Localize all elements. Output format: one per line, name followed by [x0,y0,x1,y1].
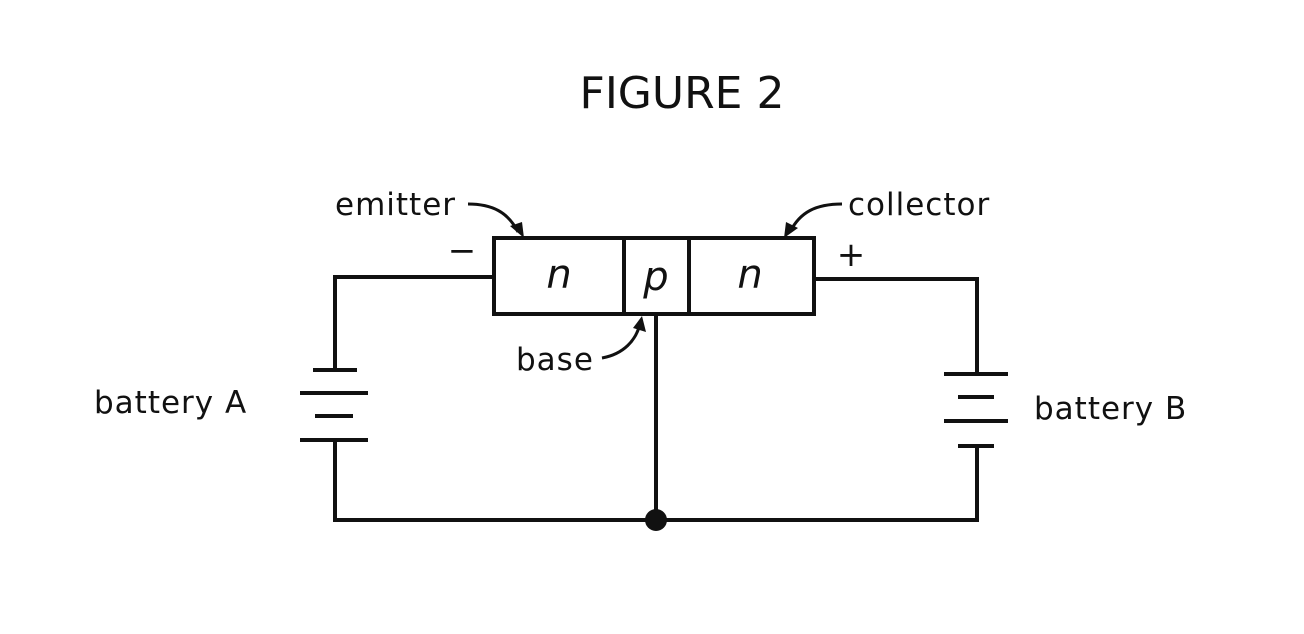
collector-pointer-arrow [784,202,843,238]
emitter-pointer-arrow [467,202,524,238]
npn-transistor: n p n [492,236,816,316]
emitter-label: emitter [335,187,456,223]
collector-region-label: n [737,252,762,298]
battery-b-label: battery B [1034,391,1187,427]
battery-b-symbol [944,372,1008,448]
battery-a-label: battery A [94,385,247,421]
battery-a-symbol [300,368,368,442]
base-label: base [516,342,594,378]
wire-emitter-to-battery-a [333,275,496,372]
base-pointer-arrow [601,316,646,360]
collector-label: collector [848,187,990,223]
junction-node [645,509,667,531]
wire-battery-b-to-ground [654,444,979,522]
emitter-region-label: n [546,252,571,298]
circuit-wires [333,275,979,531]
figure-title: FIGURE 2 [580,68,785,119]
polarity-plus: + [837,235,866,275]
wire-battery-a-to-ground [333,438,658,522]
base-region-label: p [642,254,668,300]
wire-collector-to-battery-b [812,277,979,376]
polarity-minus: − [448,231,477,271]
